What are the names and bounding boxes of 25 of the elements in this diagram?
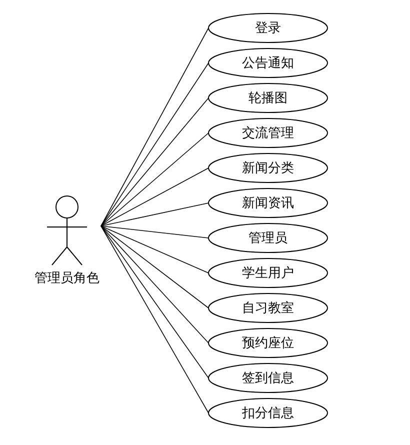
actor-name: 管理员角色 xyxy=(34,270,100,287)
association-line xyxy=(100,132,209,226)
association-line xyxy=(100,226,209,308)
use-case-label: 学生用户 xyxy=(241,265,295,282)
use-case-label: 扣分信息 xyxy=(241,405,295,422)
use-case-label: 新闻资讯 xyxy=(241,195,295,212)
association-line xyxy=(100,226,209,274)
use-case-label: 签到信息 xyxy=(241,370,295,387)
association-line xyxy=(100,28,209,226)
association-line xyxy=(100,202,209,226)
association-line xyxy=(100,226,209,378)
association-line xyxy=(100,168,209,226)
use-case-label: 轮播图 xyxy=(248,90,288,107)
association-line xyxy=(100,226,209,238)
association-line xyxy=(100,226,209,414)
use-case-label: 管理员 xyxy=(248,230,288,247)
use-case-label: 交流管理 xyxy=(241,125,295,142)
association-line xyxy=(100,98,209,226)
use-case-label: 公告通知 xyxy=(241,55,295,72)
use-case-label: 登录 xyxy=(254,20,282,37)
association-line xyxy=(100,62,209,226)
association-line xyxy=(100,226,209,344)
use-case-label: 新闻分类 xyxy=(241,160,295,177)
use-case-label: 预约座位 xyxy=(241,335,295,352)
use-case-label: 自习教室 xyxy=(241,300,295,317)
